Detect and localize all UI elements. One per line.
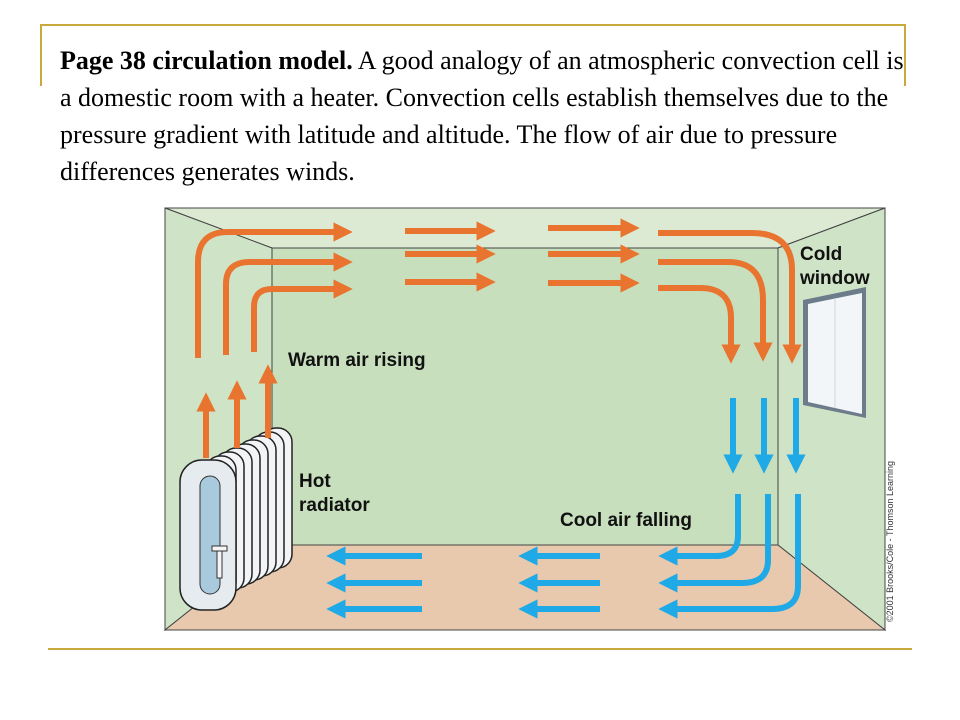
warm-ceiling-arrows [405, 218, 640, 293]
left-rule [40, 24, 42, 86]
cool-floor-arrows [326, 546, 600, 619]
cool-floor-curves [658, 494, 801, 619]
copyright-credit: ©2001 Brooks/Cole - Thomson Learning [885, 461, 895, 622]
warm-curve-2 [223, 252, 353, 355]
warm-descend-3 [658, 285, 741, 364]
hot-radiator-label-line1: Hot [299, 471, 331, 492]
warm-air-label: Warm air rising [288, 350, 426, 371]
warm-rising-arrows [196, 364, 278, 458]
top-rule [40, 24, 904, 26]
warm-descend-1 [658, 230, 802, 364]
warm-curve-3 [251, 279, 353, 352]
warm-upper-curves [195, 222, 353, 358]
warm-curve-1 [195, 222, 353, 358]
caption-lead: Page 38 circulation model. [60, 46, 353, 75]
hot-radiator [179, 427, 293, 611]
right-rule [904, 24, 906, 86]
caption-body: A good analogy of an atmospheric convect… [60, 46, 904, 186]
cold-window-label-line2: window [799, 268, 870, 289]
caption: Page 38 circulation model. A good analog… [60, 42, 920, 190]
back-wall [271, 247, 779, 546]
warm-descending-curves [658, 230, 802, 364]
bottom-rule [48, 648, 912, 650]
warm-descend-2 [658, 259, 773, 362]
cold-window-label-line1: Cold [800, 244, 842, 265]
cold-window [803, 287, 866, 418]
cool-falling-arrows [723, 398, 806, 474]
hot-radiator-label-line2: radiator [299, 495, 370, 516]
cool-air-label: Cool air falling [560, 510, 692, 531]
